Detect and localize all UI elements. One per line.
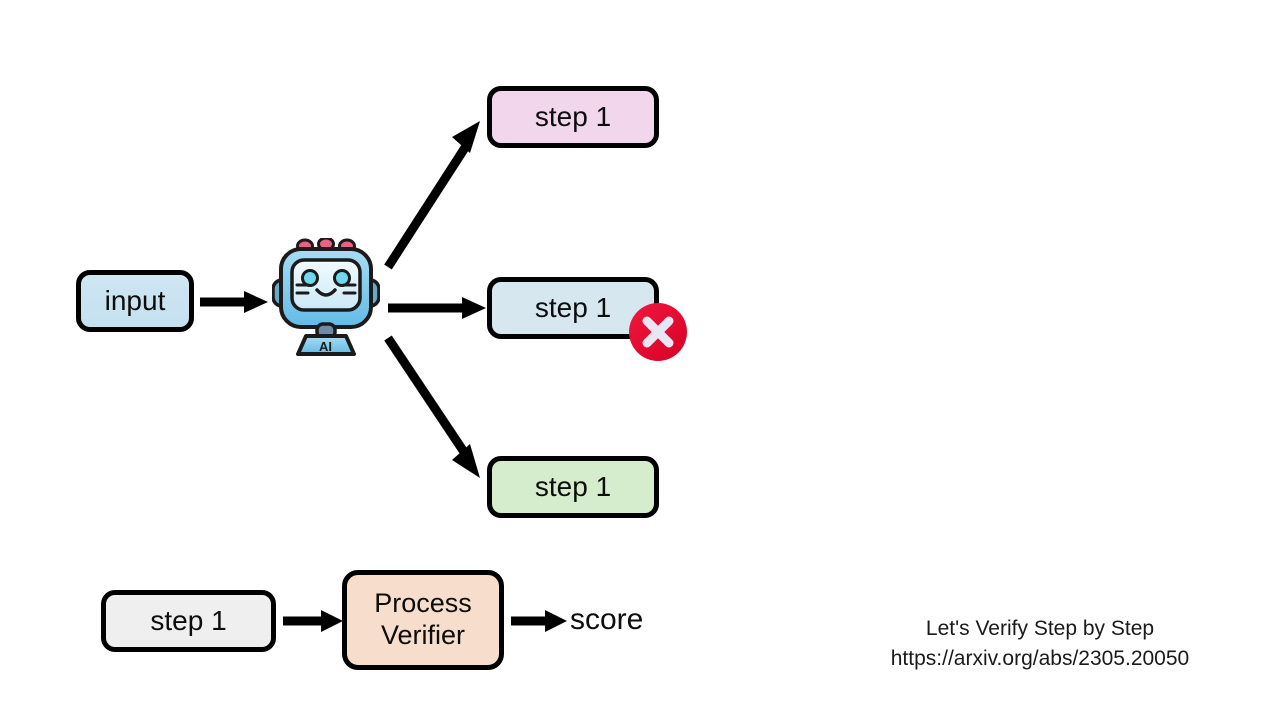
robot-ai-icon: AI [271, 236, 381, 356]
node-step-gray: step 1 [101, 590, 276, 652]
arrow-robot-to-step-pink [380, 115, 490, 275]
node-input: input [76, 270, 194, 332]
node-step-gray-label: step 1 [150, 605, 227, 637]
node-process-verifier-label-line2: Verifier [380, 620, 466, 650]
arrow-input-to-robot [200, 288, 270, 316]
node-step-pink-label: step 1 [534, 101, 612, 133]
arrow-verifier-to-score [511, 607, 569, 635]
citation-paper-url: https://arxiv.org/abs/2305.20050 [890, 646, 1190, 670]
citation: Let's Verify Step by Step https://arxiv.… [820, 614, 1260, 674]
citation-paper-title: Let's Verify Step by Step [925, 617, 1155, 640]
node-input-label: input [104, 285, 166, 317]
robot-ai-badge-text: AI [319, 339, 332, 354]
arrow-robot-to-step-green [380, 330, 490, 485]
node-process-verifier-label-line1: Process [374, 588, 472, 619]
node-process-verifier: Process Verifier [342, 570, 504, 670]
node-step-pink: step 1 [487, 86, 659, 148]
score-label: score [570, 603, 644, 636]
node-step-blue-label: step 1 [534, 292, 612, 324]
arrow-robot-to-step-blue [388, 294, 488, 322]
node-step-green-label: step 1 [534, 471, 612, 503]
arrow-step-to-verifier [283, 607, 345, 635]
error-x-icon [628, 302, 688, 362]
node-step-green: step 1 [487, 456, 659, 518]
